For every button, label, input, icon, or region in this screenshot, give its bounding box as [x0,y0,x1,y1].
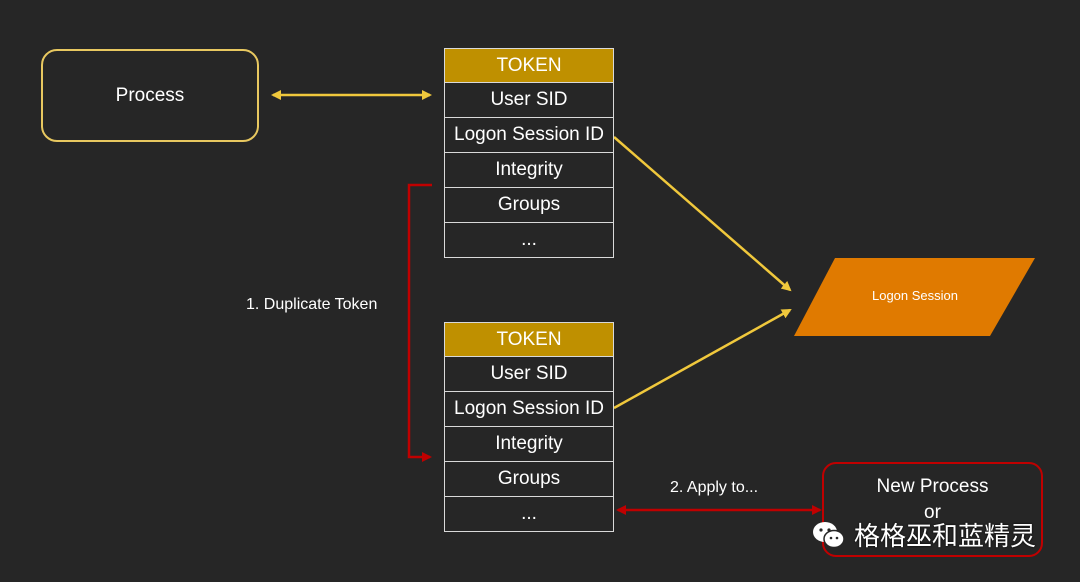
new-process-label: New Process [876,476,989,497]
duplicate-bracket [407,183,432,462]
token-header: TOKEN [444,48,614,83]
logon-arrow-bottom [613,308,792,410]
logon-session-label: Logon Session [871,288,958,303]
token-row-logon-session-id: Logon Session ID [444,392,614,427]
token-row-user-sid: User SID [444,83,614,118]
token-row-user-sid: User SID [444,357,614,392]
process-box: Process [41,49,259,142]
token-row-integrity: Integrity [444,153,614,188]
new-process-or: or [924,502,941,523]
duplicate-token-label: 1. Duplicate Token [246,296,378,313]
apply-to-label: 2. Apply to... [670,479,759,496]
token-row-ellipsis: ... [444,497,614,532]
watermark: 格格巫和蓝精灵 [812,516,1036,553]
new-process-box: New Process or [822,462,1043,557]
watermark-text: 格格巫和蓝精灵 [854,521,1037,551]
process-label: Process [115,84,185,106]
token-table-bottom: TOKEN User SID Logon Session ID Integrit… [444,322,614,532]
token-row-groups: Groups [444,462,614,497]
logon-arrow-top [613,136,792,292]
logon-session-shape [794,258,1035,336]
wechat-icon [813,521,845,548]
token-header: TOKEN [444,322,614,357]
token-row-integrity: Integrity [444,427,614,462]
token-row-ellipsis: ... [444,223,614,258]
token-table-top: TOKEN User SID Logon Session ID Integrit… [444,48,614,258]
token-row-groups: Groups [444,188,614,223]
token-row-logon-session-id: Logon Session ID [444,118,614,153]
